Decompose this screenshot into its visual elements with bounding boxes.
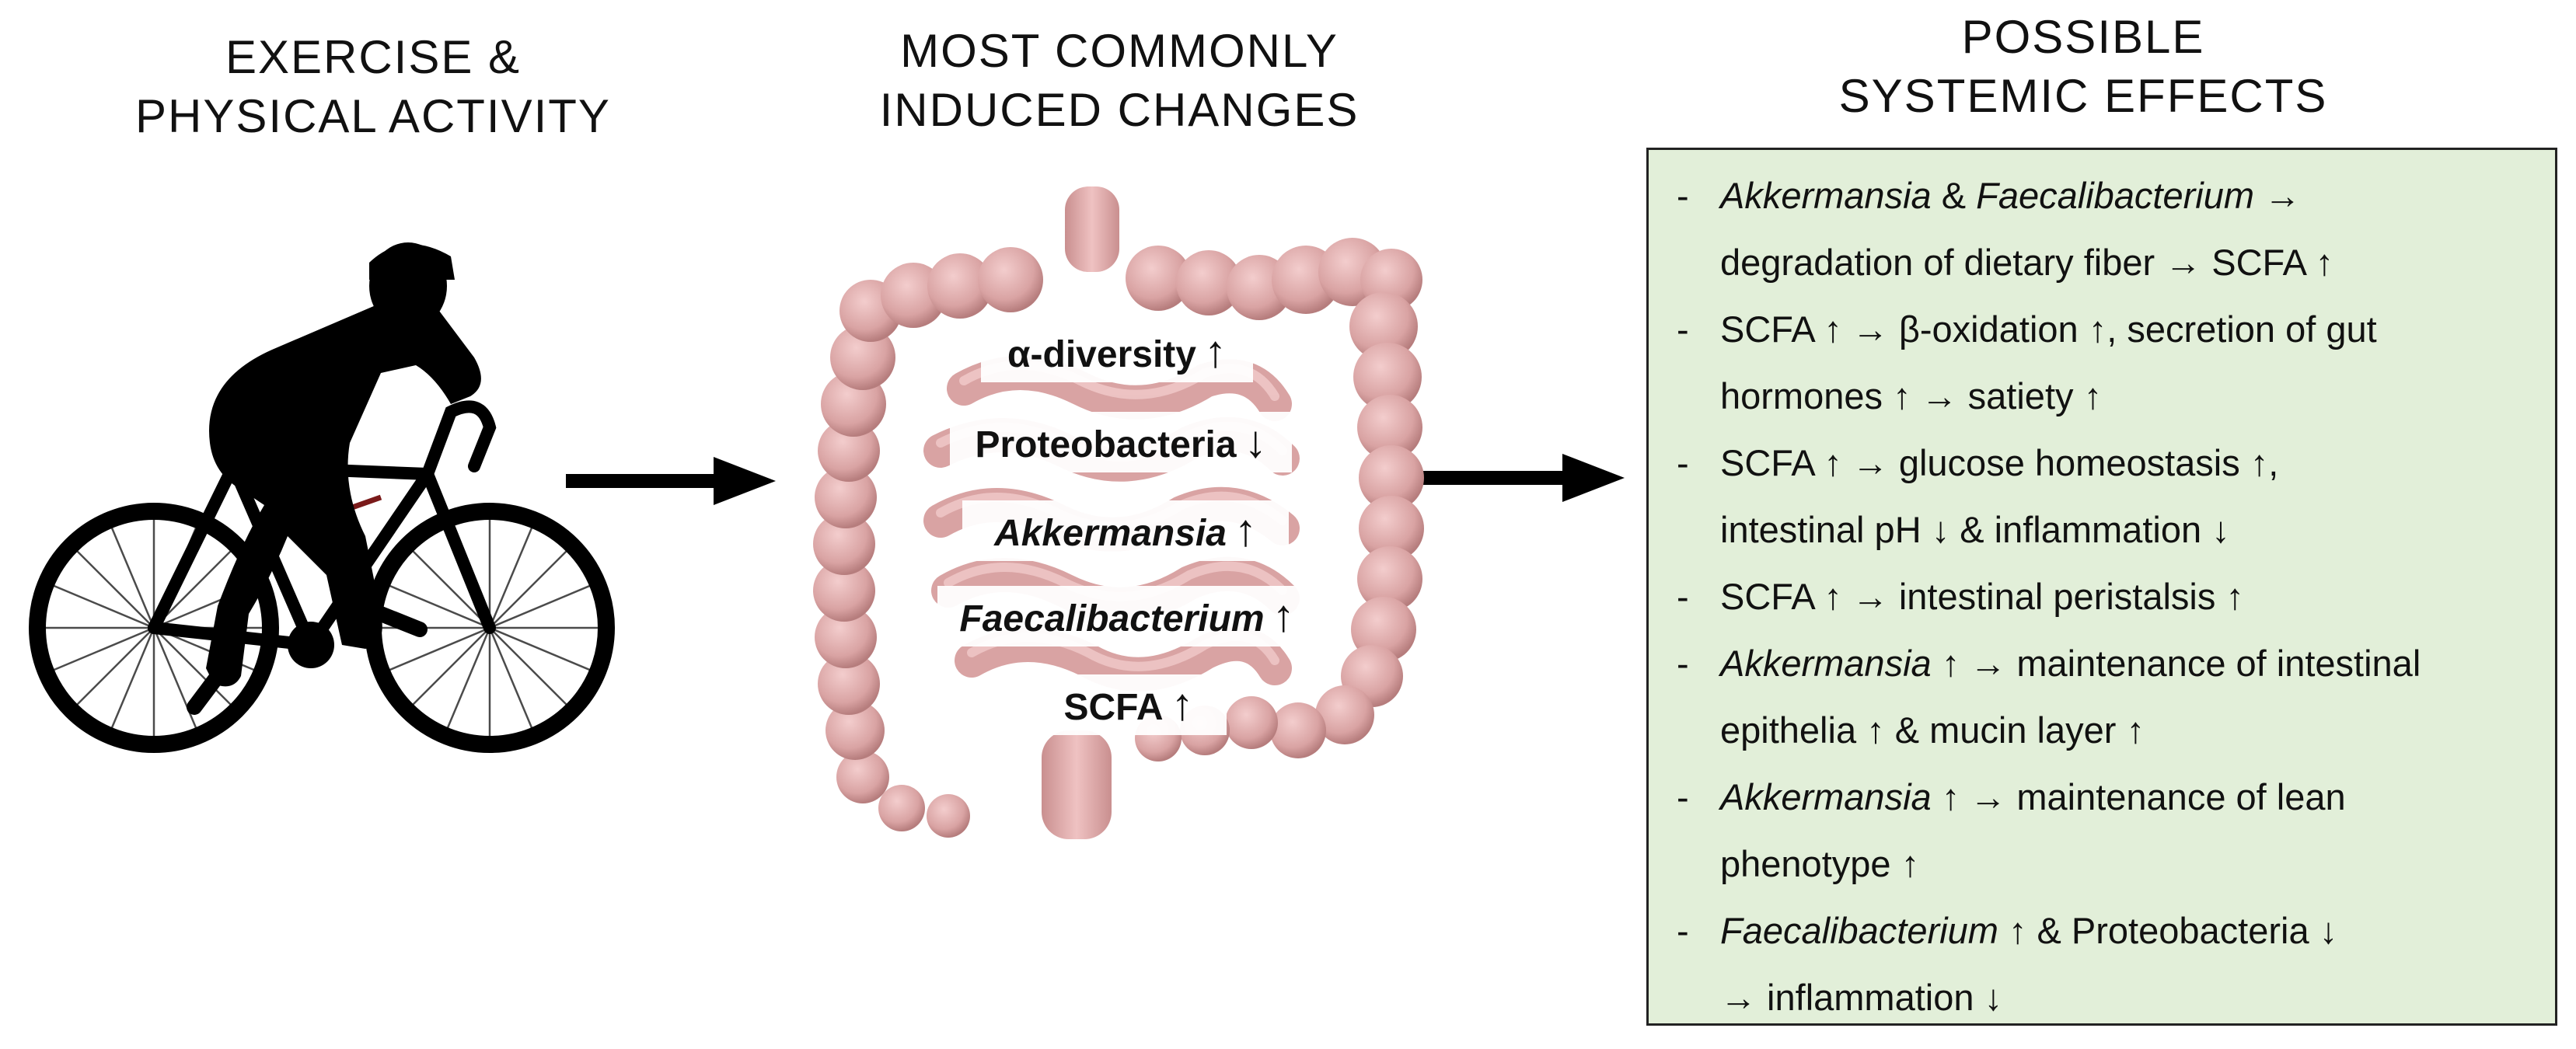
effect-line: SCFA ↑ → glucose homeostasis ↑, xyxy=(1720,430,2539,497)
change-akkermansia: Akkermansia↑ xyxy=(962,500,1289,561)
changes-title-line-2: INDUCED CHANGES xyxy=(879,84,1360,136)
effect-text: degradation of dietary fiber → SCFA ↑ xyxy=(1720,242,2333,283)
taxon-name: Faecalibacterium xyxy=(1976,175,2254,216)
effect-item: -Akkermansia ↑ → maintenance of intestin… xyxy=(1664,630,2539,764)
change-label: α-diversity xyxy=(1007,334,1196,375)
change-faecalibacterium: Faecalibacterium↑ xyxy=(937,586,1317,646)
effect-line: degradation of dietary fiber → SCFA ↑ xyxy=(1720,229,2539,296)
effect-line: Akkermansia ↑ → maintenance of lean xyxy=(1720,764,2539,831)
taxon-name: Faecalibacterium xyxy=(1720,910,1998,951)
change-label: Akkermansia xyxy=(994,513,1227,554)
effect-text: phenotype ↑ xyxy=(1720,843,1920,884)
effect-bullet: - xyxy=(1677,576,1689,617)
taxon-name: Akkermansia xyxy=(1720,776,1932,817)
changes-title: MOST COMMONLY INDUCED CHANGES xyxy=(839,22,1399,140)
effect-text: intestinal pH ↓ & inflammation ↓ xyxy=(1720,509,2230,550)
exercise-title-line-2: PHYSICAL ACTIVITY xyxy=(135,90,611,142)
effect-text: & xyxy=(1931,175,1977,216)
effect-line: intestinal pH ↓ & inflammation ↓ xyxy=(1720,497,2539,563)
effect-line: phenotype ↑ xyxy=(1720,831,2539,897)
arrow-up-icon: ↑ xyxy=(1272,591,1295,641)
effect-text: SCFA ↑ → intestinal peristalsis ↑ xyxy=(1720,576,2244,617)
change-alpha-diversity: α-diversity↑ xyxy=(981,322,1253,382)
arrow-down-icon: ↓ xyxy=(1244,416,1267,467)
effect-line: Faecalibacterium ↑ & Proteobacteria ↓ xyxy=(1720,897,2539,964)
effects-title: POSSIBLE SYSTEMIC EFFECTS xyxy=(1757,8,2410,126)
effect-item: -SCFA ↑ → glucose homeostasis ↑, intesti… xyxy=(1664,430,2539,563)
effect-text: SCFA ↑ → β-oxidation ↑, secretion of gut xyxy=(1720,308,2377,350)
effect-text: ↑ → maintenance of lean xyxy=(1931,776,2346,817)
effect-line: epithelia ↑ & mucin layer ↑ xyxy=(1720,697,2539,764)
effect-text: ↑ → maintenance of intestinal xyxy=(1931,643,2421,684)
change-scfa: SCFA↑ xyxy=(1031,674,1227,735)
effect-line: Akkermansia ↑ → maintenance of intestina… xyxy=(1720,630,2539,697)
effect-text: ↑ & Proteobacteria ↓ xyxy=(1998,910,2338,951)
effect-bullet: - xyxy=(1677,175,1689,216)
effect-item: -Akkermansia & Faecalibacterium → degrada… xyxy=(1664,162,2539,296)
change-label: Faecalibacterium xyxy=(959,598,1265,640)
effect-text: epithelia ↑ & mucin layer ↑ xyxy=(1720,709,2145,751)
effect-text: → inflammation ↓ xyxy=(1720,977,2003,1018)
effect-text: → xyxy=(2254,175,2302,216)
arrow-up-icon: ↑ xyxy=(1203,326,1227,377)
taxon-name: Akkermansia xyxy=(1720,643,1932,684)
effects-title-line-1: POSSIBLE xyxy=(1961,11,2205,63)
effect-text: hormones ↑ → satiety ↑ xyxy=(1720,375,2103,416)
effect-item: -SCFA ↑ → intestinal peristalsis ↑ xyxy=(1664,563,2539,630)
effects-title-line-2: SYSTEMIC EFFECTS xyxy=(1838,70,2328,122)
effect-item: -Akkermansia ↑ → maintenance of lean phen… xyxy=(1664,764,2539,897)
effect-bullet: - xyxy=(1677,308,1689,350)
taxon-name: Akkermansia xyxy=(1720,175,1932,216)
changes-title-line-1: MOST COMMONLY xyxy=(900,25,1339,77)
arrow-up-icon: ↑ xyxy=(1234,505,1257,556)
systemic-effects-panel: -Akkermansia & Faecalibacterium →degrada… xyxy=(1646,148,2557,1026)
exercise-title-line-1: EXERCISE & xyxy=(225,31,522,83)
cyclist-silhouette-icon xyxy=(29,242,615,753)
change-label: SCFA xyxy=(1063,687,1164,728)
effect-line: Akkermansia & Faecalibacterium → xyxy=(1720,162,2539,229)
effect-bullet: - xyxy=(1677,643,1689,684)
effect-item: -SCFA ↑ → β-oxidation ↑, secretion of gu… xyxy=(1664,296,2539,430)
arrow-up-icon: ↑ xyxy=(1171,679,1194,730)
exercise-title: EXERCISE & PHYSICAL ACTIVITY xyxy=(101,28,645,146)
effect-item: -Faecalibacterium ↑ & Proteobacteria ↓ → … xyxy=(1664,897,2539,1031)
effect-bullet: - xyxy=(1677,776,1689,817)
arrow-right-icon xyxy=(566,457,776,505)
effect-line: → inflammation ↓ xyxy=(1720,964,2539,1031)
arrow-right-icon xyxy=(1415,454,1625,502)
effect-line: SCFA ↑ → β-oxidation ↑, secretion of gut xyxy=(1720,296,2539,363)
effect-bullet: - xyxy=(1677,910,1689,951)
change-proteobacteria: Proteobacteria↓ xyxy=(950,412,1292,472)
effect-line: SCFA ↑ → intestinal peristalsis ↑ xyxy=(1720,563,2539,630)
effect-text: SCFA ↑ → glucose homeostasis ↑, xyxy=(1720,442,2279,483)
effect-bullet: - xyxy=(1677,442,1689,483)
change-label: Proteobacteria xyxy=(975,424,1237,465)
effect-line: hormones ↑ → satiety ↑ xyxy=(1720,363,2539,430)
